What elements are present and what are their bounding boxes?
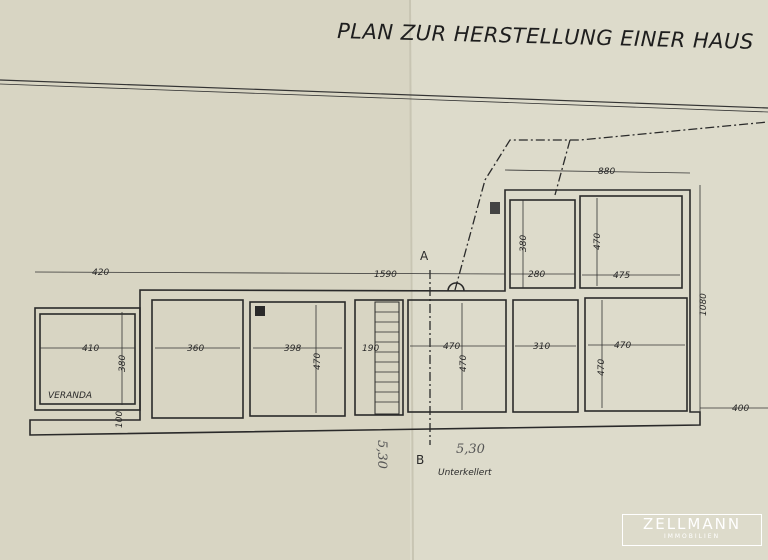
svg-text:420: 420 <box>92 268 109 278</box>
walls <box>29 189 701 436</box>
svg-text:380: 380 <box>519 235 529 252</box>
zellmann-logo: ZELLMANN IMMOBILIEN <box>622 514 762 546</box>
svg-text:1590: 1590 <box>374 270 397 280</box>
svg-text:470: 470 <box>313 353 323 370</box>
unterkellert-label: Unterkellert <box>438 468 492 478</box>
handwritten-note: 5,30 <box>374 440 389 469</box>
svg-text:470: 470 <box>459 355 469 372</box>
chimney-icon <box>490 202 500 214</box>
svg-text:360: 360 <box>187 344 204 354</box>
svg-text:470: 470 <box>597 359 607 376</box>
dimension-labels: 420 1590 410 380 100 360 398 470 190 470… <box>48 167 749 478</box>
svg-text:470: 470 <box>593 233 603 250</box>
svg-text:470: 470 <box>614 341 631 351</box>
svg-text:1080: 1080 <box>699 293 709 316</box>
paper-right-half <box>410 0 768 560</box>
chimney-icon <box>255 306 265 316</box>
border-line <box>0 79 768 109</box>
section-a-label: A <box>420 249 429 263</box>
property-line <box>454 121 768 291</box>
svg-text:400: 400 <box>732 404 749 414</box>
staircase <box>374 301 400 415</box>
svg-text:410: 410 <box>82 344 99 354</box>
svg-text:280: 280 <box>528 270 545 280</box>
fold-line <box>409 0 414 560</box>
svg-text:475: 475 <box>613 271 630 281</box>
section-b-label: B <box>416 453 424 467</box>
svg-text:880: 880 <box>598 167 615 177</box>
svg-text:470: 470 <box>443 342 460 352</box>
svg-text:190: 190 <box>362 344 379 354</box>
dimension-lines <box>34 169 768 413</box>
veranda-label: VERANDA <box>48 391 92 401</box>
manhole-icon <box>447 282 465 292</box>
svg-text:100: 100 <box>115 411 125 428</box>
handwritten-note: 5,30 <box>456 442 485 457</box>
svg-text:310: 310 <box>533 342 550 352</box>
svg-text:398: 398 <box>284 344 301 354</box>
svg-text:380: 380 <box>118 355 128 372</box>
